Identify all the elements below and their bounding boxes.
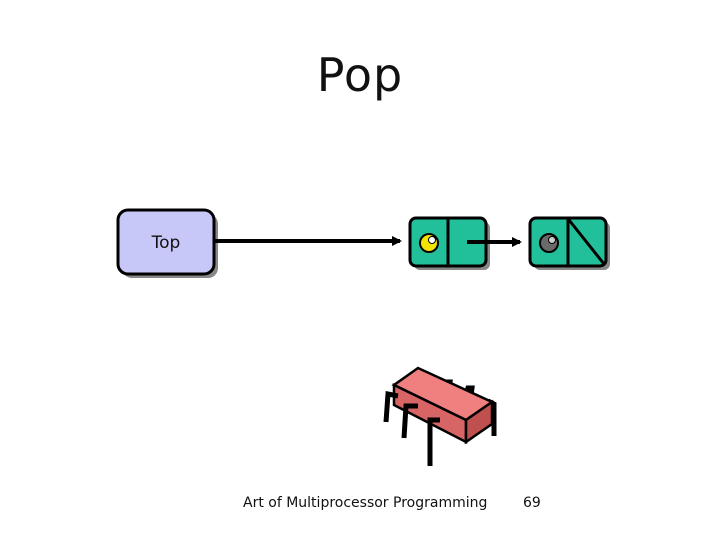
null-pointer-slash (567, 219, 606, 265)
slide-title: Pop (316, 48, 404, 102)
page-number: 69 (523, 495, 541, 511)
footer-title: Art of Multiprocessor Programming (243, 495, 488, 511)
top-label: Top (151, 233, 181, 253)
node-2 (528, 216, 610, 270)
yellow-mark-icon (419, 233, 439, 253)
processor-chip-icon (383, 366, 497, 466)
top-box: Top (116, 208, 218, 278)
gray-mark-icon (539, 233, 559, 253)
